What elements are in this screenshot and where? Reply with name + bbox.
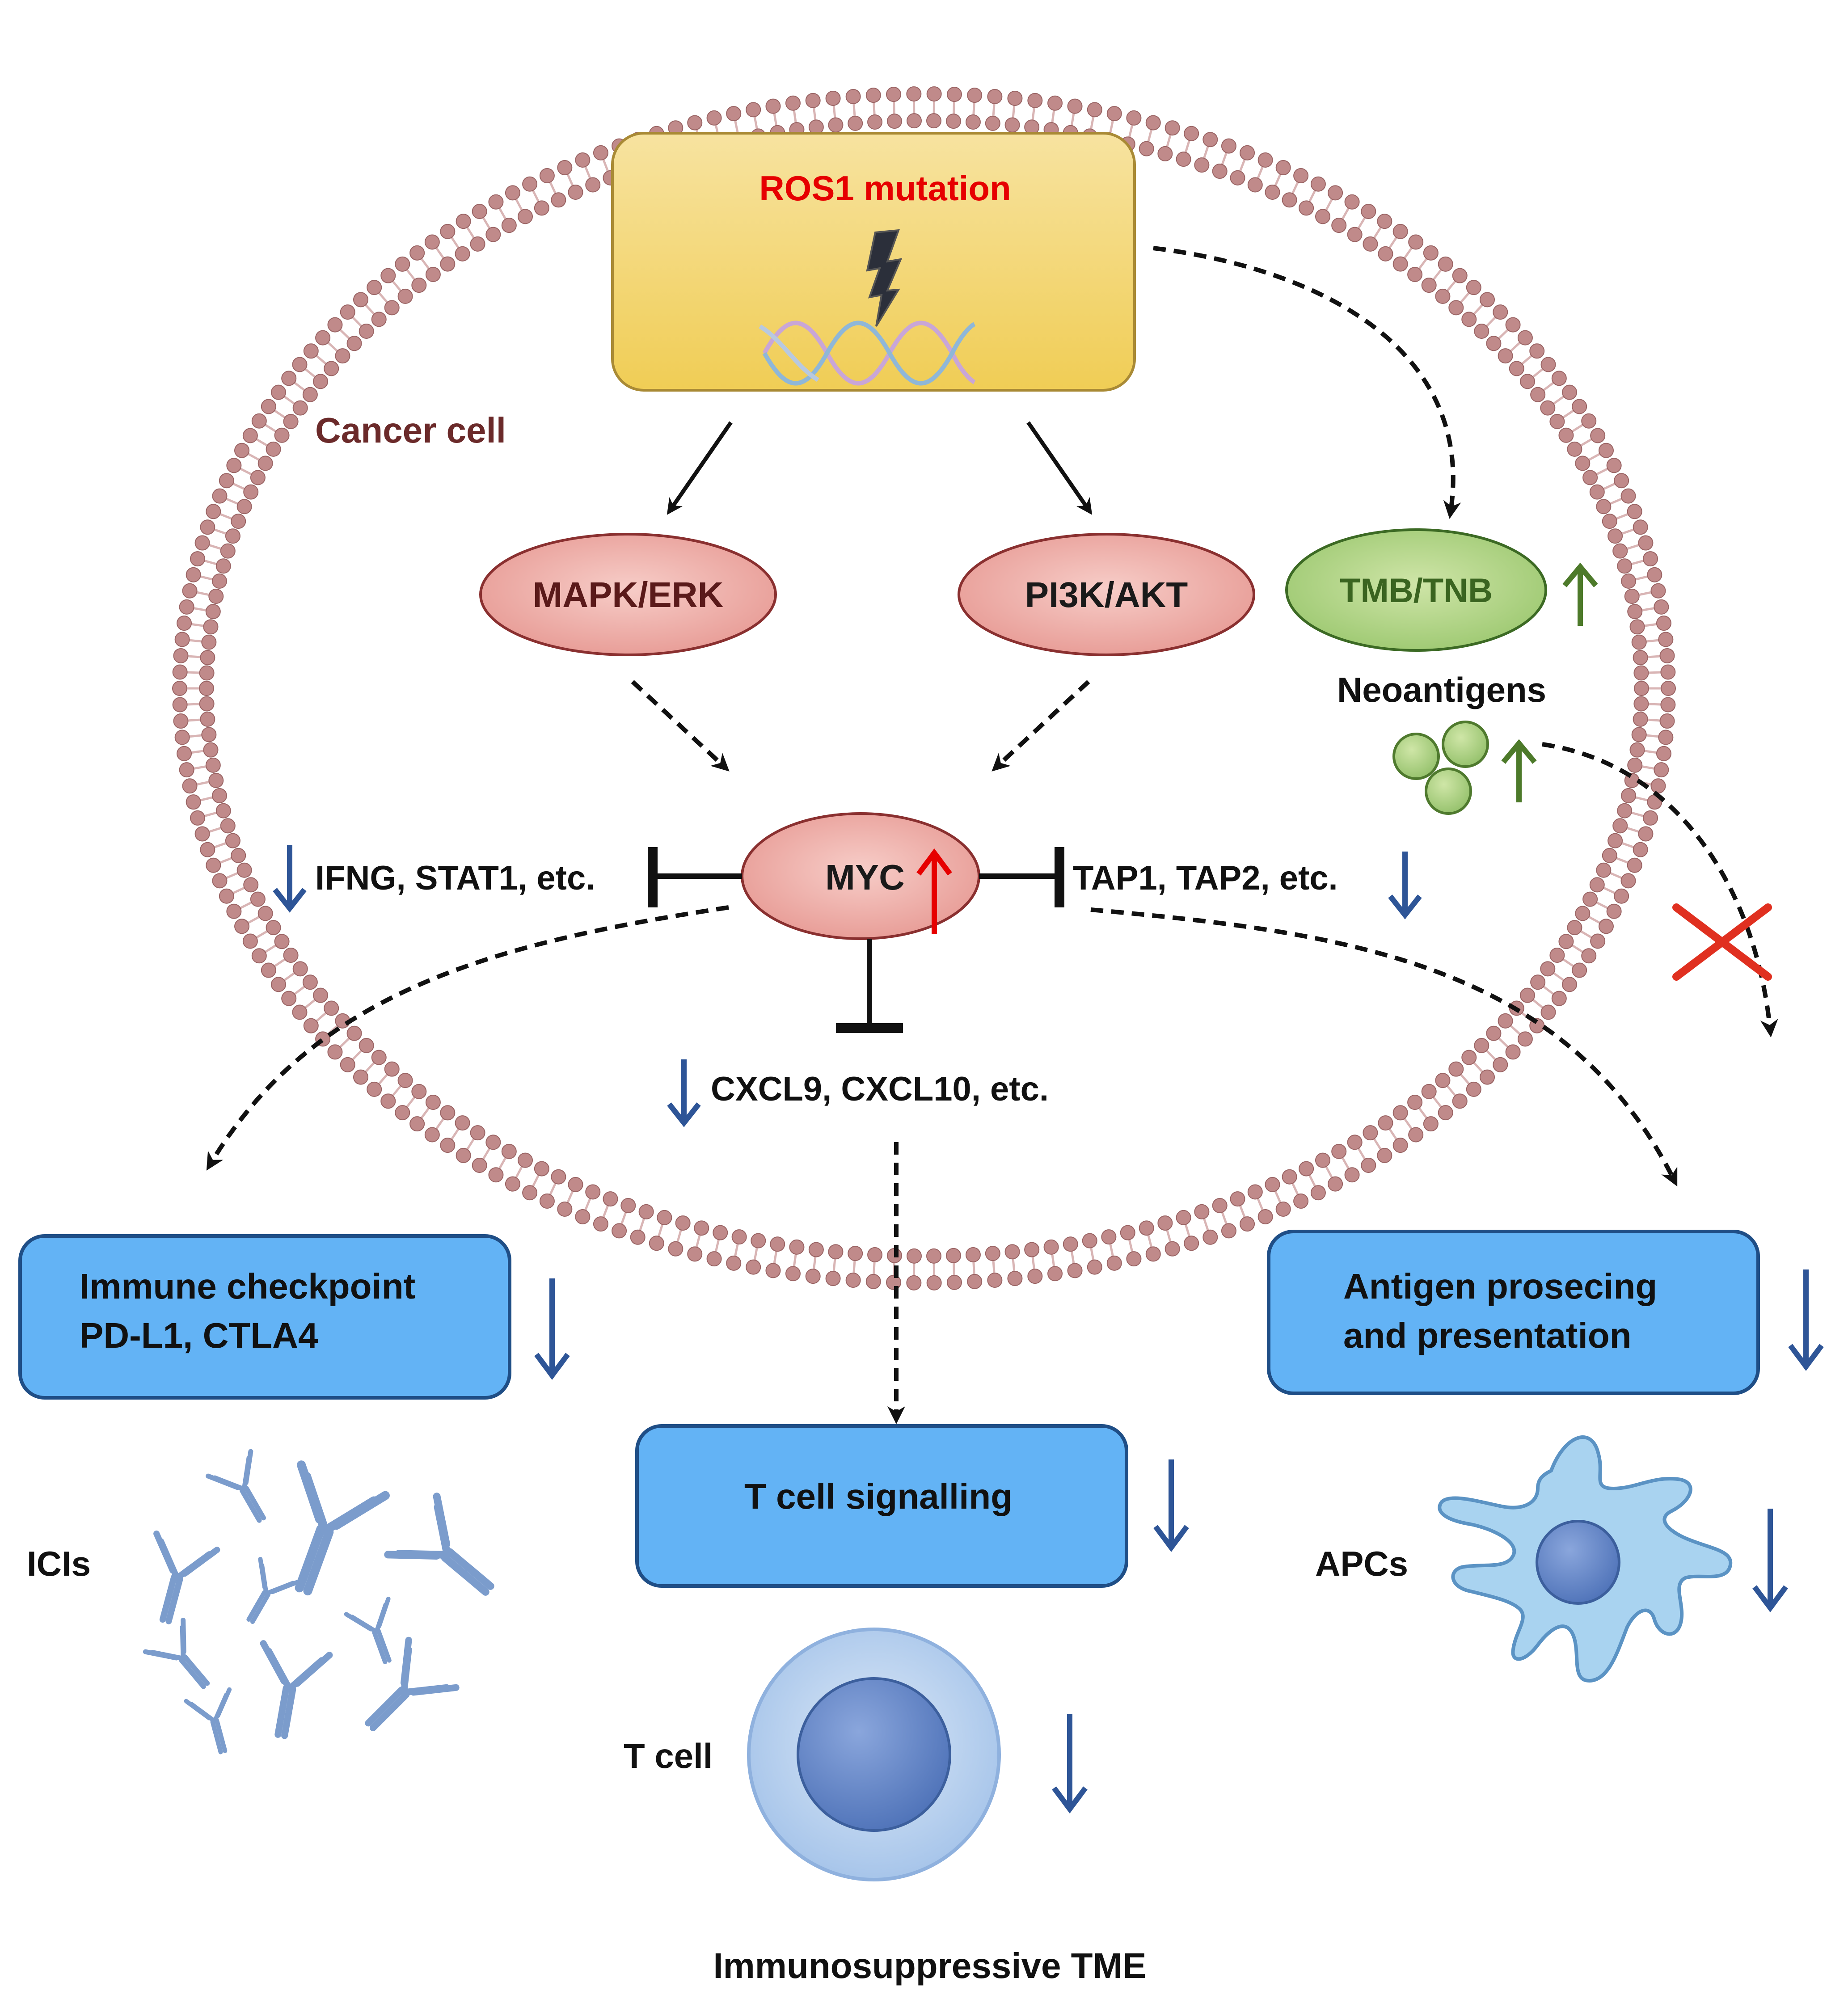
arrow-to-pi3k	[1026, 421, 1093, 515]
antigen-line2: and presentation	[1343, 1316, 1632, 1355]
down-arrow-apcs-icon	[1752, 1509, 1788, 1613]
cancer-cell-label: Cancer cell	[315, 410, 506, 450]
tcell-label: T cell	[624, 1736, 713, 1775]
myc-node: MYC	[741, 812, 980, 940]
left-genes-label: IFNG, STAT1, etc.	[315, 859, 595, 897]
arrow-mapk-to-myc	[631, 680, 730, 772]
pi3k-akt-node: PI3K/AKT	[958, 533, 1255, 656]
ros1-mutation-box: ROS1 mutation	[611, 132, 1136, 392]
pi3k-akt-label: PI3K/AKT	[1025, 575, 1188, 615]
inhibit-left	[648, 847, 742, 907]
ros1-mutation-label: ROS1 mutation	[759, 169, 1011, 208]
arrow-pi3k-to-myc	[992, 680, 1090, 772]
tcell-signalling-box: T cell signalling	[635, 1424, 1128, 1588]
footer-title: Immunosuppressive TME	[713, 1946, 1146, 1986]
checkpoint-line2: PD-L1, CTLA4	[80, 1316, 318, 1355]
down-arrow-right-genes-icon	[1388, 852, 1422, 919]
tmb-tnb-label: TMB/TNB	[1340, 572, 1493, 610]
right-genes-label: TAP1, TAP2, etc.	[1073, 859, 1338, 897]
down-arrow-left-genes-icon	[273, 845, 307, 913]
inhibit-bottom	[836, 939, 903, 1033]
arrow-to-checkpoint	[206, 905, 729, 1171]
arrow-to-antigen	[1090, 907, 1678, 1187]
down-arrow-antigen-icon	[1788, 1269, 1824, 1371]
tcell-signalling-label: T cell signalling	[744, 1476, 1013, 1516]
inhibit-right	[979, 847, 1064, 907]
down-arrow-tcell-icon	[1052, 1714, 1088, 1814]
antibodies-icon	[143, 1449, 494, 1754]
dendritic-cell-icon	[1438, 1435, 1733, 1683]
dna-helix-icon	[759, 321, 976, 386]
neoantigens-label: Neoantigens	[1337, 670, 1546, 709]
mapk-erk-label: MAPK/ERK	[533, 575, 724, 615]
tmb-tnb-node: TMB/TNB	[1285, 528, 1547, 652]
cell-membrane	[172, 86, 1676, 1290]
arrow-to-tmb	[1153, 246, 1461, 519]
down-arrow-checkpoint-icon	[534, 1278, 570, 1380]
down-arrow-bottom-genes-icon	[667, 1059, 701, 1127]
down-arrow-tcell-signalling-icon	[1153, 1459, 1189, 1552]
myc-label: MYC	[825, 857, 905, 897]
lightning-icon	[866, 229, 903, 327]
neoantigen-particles-icon	[1392, 721, 1489, 815]
blocked-cross-icon	[1672, 903, 1772, 981]
myc-up-arrow-icon	[916, 848, 952, 934]
checkpoint-line1: Immune checkpoint	[80, 1266, 415, 1306]
antigen-presentation-box: Antigen prosecing and presentation	[1267, 1230, 1760, 1395]
icis-label: ICIs	[27, 1544, 91, 1583]
neoantigen-up-arrow-icon	[1501, 739, 1537, 802]
arrow-to-mapk	[667, 421, 733, 515]
antigen-line1: Antigen prosecing	[1343, 1266, 1657, 1306]
mapk-erk-node: MAPK/ERK	[479, 533, 777, 656]
tcell-icon	[747, 1628, 1001, 1881]
apcs-label: APCs	[1315, 1544, 1408, 1583]
tmb-up-arrow-icon	[1562, 562, 1598, 626]
immune-checkpoint-box: Immune checkpoint PD-L1, CTLA4	[18, 1234, 511, 1400]
bottom-genes-label: CXCL9, CXCL10, etc.	[711, 1070, 1049, 1108]
